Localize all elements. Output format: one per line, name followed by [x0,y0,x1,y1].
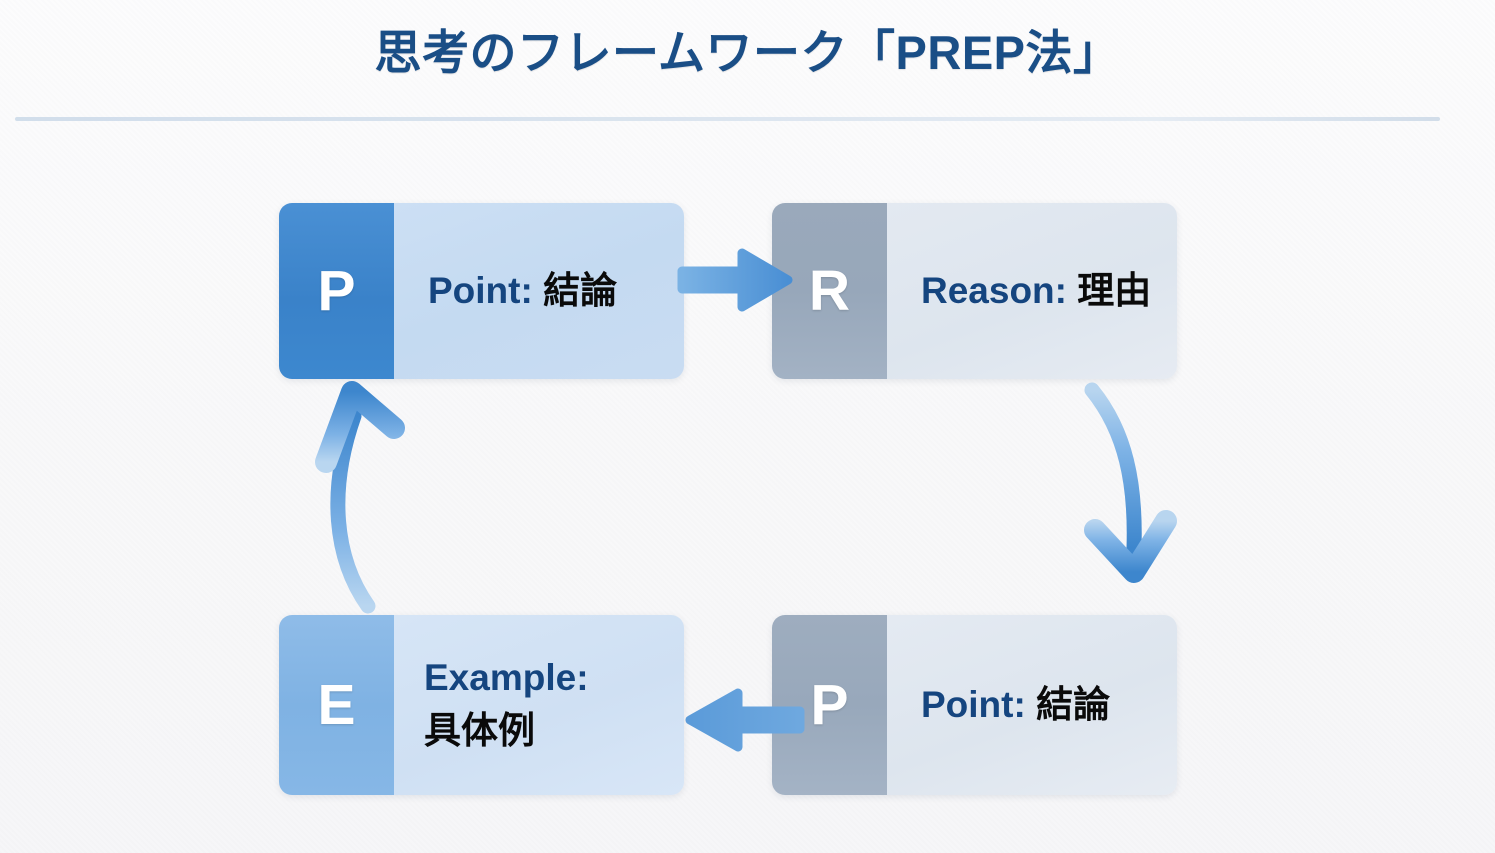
prep-card-reason[interactable]: R Reason: 理由 [772,203,1177,379]
card-letter-badge-p1: P [279,203,394,379]
card-letter-badge-r: R [772,203,887,379]
card-label-en-e: Example: [424,657,589,699]
card-body-e: Example: 具体例 [394,615,684,795]
arrow-curve-down-icon [1084,382,1177,583]
card-label-en-p1: Point: [428,270,533,312]
card-label-p1: Point: 結論 [428,267,668,314]
card-label-jp-p1: 結論 [543,270,618,312]
card-letter-badge-e: E [279,615,394,795]
page-title: 思考のフレームワーク「PREP法」 [374,26,1121,79]
arrow-curve-up-icon [315,381,405,614]
card-body-r: Reason: 理由 [887,203,1177,379]
prep-card-point-top[interactable]: P Point: 結論 [279,203,684,379]
card-body-p2: Point: 結論 [887,615,1177,795]
card-letter-badge-p2: P [772,615,887,795]
card-label-r: Reason: 理由 [921,267,1161,314]
card-label-p2: Point: 結論 [921,681,1161,728]
card-label-en-p2: Point: [921,684,1026,726]
card-label-jp-p2: 結論 [1036,684,1111,726]
prep-card-example[interactable]: E Example: 具体例 [279,615,684,795]
arrow-left-icon [685,688,805,752]
card-label-jp-e: 具体例 [424,710,535,751]
card-label-e: Example: 具体例 [424,652,668,757]
title-divider [15,117,1440,121]
arrow-right-icon [677,248,793,312]
card-body-p1: Point: 結論 [394,203,684,379]
card-label-jp-r: 理由 [1077,270,1152,312]
prep-card-point-bottom[interactable]: P Point: 結論 [772,615,1177,795]
card-label-en-r: Reason: [921,270,1067,312]
